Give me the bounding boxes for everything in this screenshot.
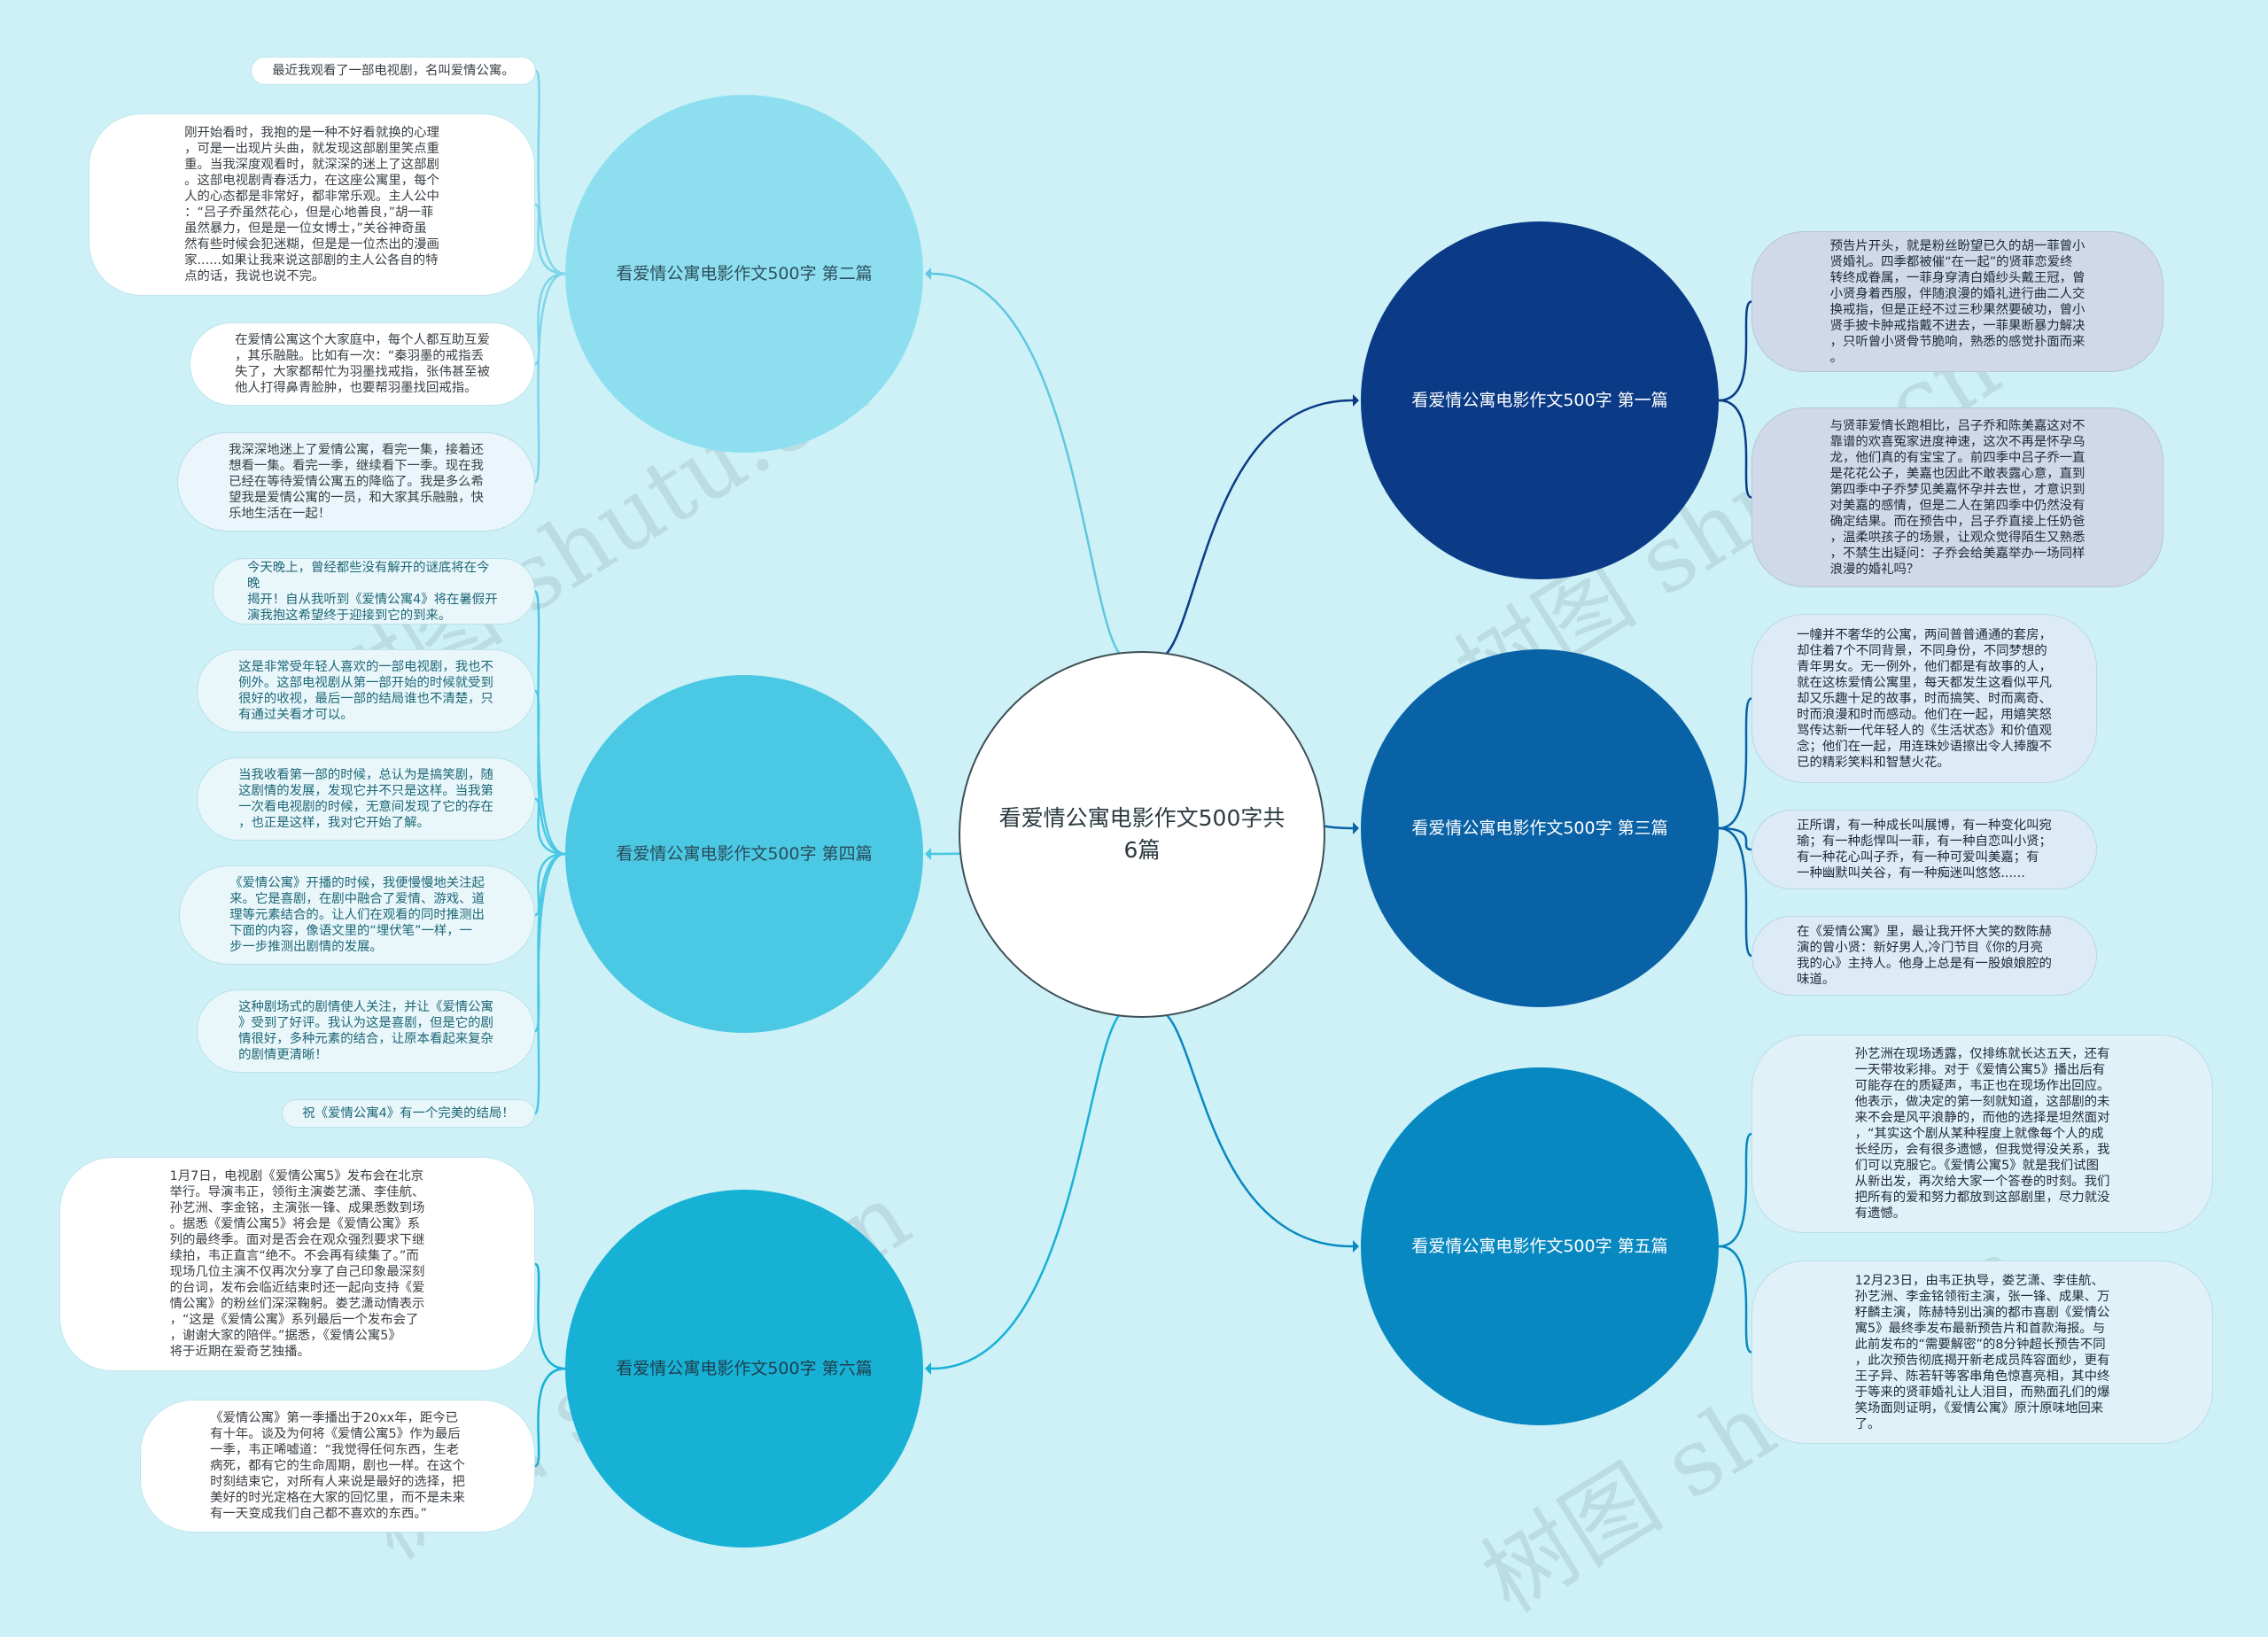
leaf-note[interactable]: 今天晚上，曾经都些没有解开的谜底将在今晚 揭开！自从我听到《爱情公寓4》将在暑假… bbox=[213, 558, 535, 625]
leaf-connector bbox=[533, 852, 566, 1115]
connector-arrow bbox=[925, 268, 931, 280]
leaf-connector bbox=[534, 797, 566, 856]
leaf-connector bbox=[1718, 826, 1752, 851]
connector-arrow bbox=[1353, 394, 1359, 407]
leaf-connector bbox=[534, 203, 566, 275]
leaf-connector bbox=[533, 590, 566, 856]
branch-node-3[interactable]: 看爱情公寓电影作文500字 第三篇 bbox=[1361, 649, 1719, 1007]
branch-connector bbox=[928, 272, 1130, 662]
branch-connector bbox=[928, 1007, 1130, 1370]
connector-arrow bbox=[925, 848, 931, 860]
leaf-note[interactable]: 1月7日，电视剧《爱情公寓5》发布会在北京 举行。导演韦正，领衔主演娄艺潇、李佳… bbox=[59, 1157, 535, 1371]
branch-label: 看爱情公寓电影作文500字 第一篇 bbox=[1411, 391, 1668, 410]
leaf-connector bbox=[534, 852, 566, 917]
connector-arrow bbox=[925, 1362, 931, 1375]
leaf-note[interactable]: 12月23日，由韦正执导，娄艺潇、李佳航、 孙艺洲、李金铭领衔主演，张一锋、成果… bbox=[1751, 1261, 2213, 1444]
leaf-connector bbox=[534, 69, 566, 275]
leaf-connector bbox=[534, 272, 566, 366]
leaf-connector bbox=[534, 1367, 566, 1468]
connector-arrow bbox=[1353, 822, 1359, 834]
leaf-note[interactable]: 在爱情公寓这个大家庭中，每个人都互助互爱 ，其乐融融。比如有一次：“秦羽墨的戒指… bbox=[190, 322, 535, 406]
leaf-note[interactable]: 在《爱情公寓》里，最让我开怀大笑的数陈赫 演的曾小贤：新好男人,冷门节目《你的月… bbox=[1751, 916, 2097, 996]
leaf-note[interactable]: 与贤菲爱情长跑相比，吕子乔和陈美嘉这对不 靠谱的欢喜冤家进度神速，这次不再是怀孕… bbox=[1751, 407, 2163, 587]
leaf-connector bbox=[1718, 697, 1752, 830]
leaf-note[interactable]: 《爱情公寓》第一季播出于20xx年，距今已 有十年。谈及为何将《爱情公寓5》作为… bbox=[140, 1400, 535, 1532]
leaf-note[interactable]: 一幢并不奢华的公寓，两间普普通通的套房， 却住着7个不同背景，不同身份，不同梦想… bbox=[1751, 614, 2097, 783]
leaf-connector bbox=[1718, 300, 1752, 402]
branch-label: 看爱情公寓电影作文500字 第三篇 bbox=[1411, 818, 1668, 838]
branch-label: 看爱情公寓电影作文500字 第二篇 bbox=[616, 264, 873, 283]
branch-node-4[interactable]: 看爱情公寓电影作文500字 第四篇 bbox=[565, 675, 923, 1033]
leaf-connector bbox=[1718, 1245, 1752, 1354]
branch-label: 看爱情公寓电影作文500字 第六篇 bbox=[616, 1359, 873, 1378]
branch-connector bbox=[1154, 1007, 1355, 1248]
branch-node-2[interactable]: 看爱情公寓电影作文500字 第二篇 bbox=[565, 95, 923, 453]
leaf-note[interactable]: 当我收看第一部的时候，总认为是搞笑剧，随 这剧情的发展，发现它并不只是这样。当我… bbox=[197, 757, 535, 841]
branch-label: 看爱情公寓电影作文500字 第五篇 bbox=[1411, 1237, 1668, 1256]
center-topic-label: 看爱情公寓电影作文500字共6篇 bbox=[998, 805, 1285, 863]
leaf-connector bbox=[533, 272, 566, 484]
leaf-note[interactable]: 祝《爱情公寓4》有一个完美的结局！ bbox=[282, 1099, 535, 1128]
leaf-connector bbox=[533, 689, 566, 856]
connector-arrow bbox=[1353, 1240, 1359, 1253]
leaf-note[interactable]: 预告片开头，就是粉丝盼望已久的胡一菲曾小 贤婚礼。四季都被催“在一起”的贤菲恋爱… bbox=[1751, 231, 2163, 372]
leaf-note[interactable]: 正所谓，有一种成长叫展博，有一种变化叫宛 瑜；有一种彪悍叫一菲，有一种自恋叫小贤… bbox=[1751, 810, 2097, 889]
leaf-note[interactable]: 刚开始看时，我抱的是一种不好看就换的心理 ，可是一出现片头曲，就发现这部剧里笑点… bbox=[89, 113, 535, 296]
leaf-connector bbox=[534, 1262, 566, 1370]
leaf-connector bbox=[533, 852, 566, 1033]
leaf-connector bbox=[1718, 399, 1752, 499]
branch-label: 看爱情公寓电影作文500字 第四篇 bbox=[616, 844, 873, 864]
leaf-note[interactable]: 最近我观看了一部电视剧，名叫爱情公寓。 bbox=[251, 57, 536, 85]
leaf-connector bbox=[1718, 826, 1752, 958]
branch-node-6[interactable]: 看爱情公寓电影作文500字 第六篇 bbox=[565, 1190, 923, 1548]
leaf-note[interactable]: 这是非常受年轻人喜欢的一部电视剧，我也不 例外。这部电视剧从第一部开始的时候就受… bbox=[197, 649, 535, 733]
leaf-note[interactable]: 孙艺洲在现场透露，仅排练就长达五天，还有 一天带妆彩排。对于《爱情公寓5》播出后… bbox=[1751, 1035, 2213, 1233]
leaf-note[interactable]: 《爱情公寓》开播的时候，我便慢慢地关注起 来。它是喜剧，在剧中融合了爱情、游戏、… bbox=[179, 865, 535, 965]
leaf-connector bbox=[1718, 1132, 1752, 1248]
branch-node-1[interactable]: 看爱情公寓电影作文500字 第一篇 bbox=[1361, 221, 1719, 579]
center-topic[interactable]: 看爱情公寓电影作文500字共6篇 bbox=[959, 651, 1325, 1018]
leaf-note[interactable]: 这种剧场式的剧情使人关注，并让《爱情公寓 》受到了好评。我认为这是喜剧，但是它的… bbox=[197, 989, 535, 1073]
branch-node-5[interactable]: 看爱情公寓电影作文500字 第五篇 bbox=[1361, 1067, 1719, 1425]
leaf-note[interactable]: 我深深地迷上了爱情公寓，看完一集，接着还 想看一集。看完一季，继续看下一季。现在… bbox=[177, 432, 535, 531]
branch-connector bbox=[1154, 399, 1355, 662]
